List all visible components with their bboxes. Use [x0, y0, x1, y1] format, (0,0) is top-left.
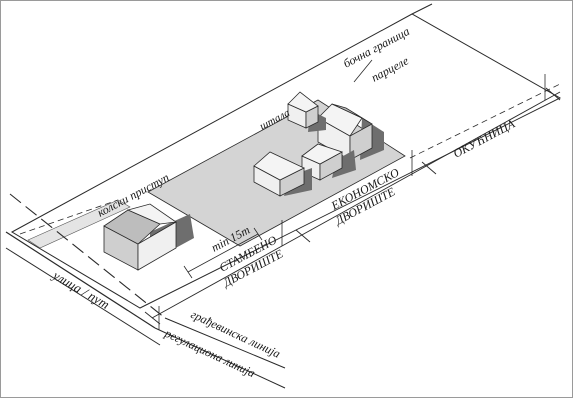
parcel-top-edge-extension: [411, 3, 433, 15]
dimension-line: [144, 74, 561, 330]
dimension-tick-economic: [421, 161, 437, 175]
regulation-line-tail: [154, 327, 286, 389]
house-roof-right: [126, 203, 178, 225]
house-side-wall: [137, 221, 177, 271]
min-distance-tick-b: [253, 227, 263, 241]
dimension-tick-start: [144, 311, 161, 325]
street-edge: [5, 247, 161, 346]
barn-small-roof: [287, 91, 319, 113]
min-distance-dimension: [183, 227, 263, 279]
access-road: [27, 199, 131, 249]
dimension-main-line: [151, 91, 561, 319]
barn-large-roof-right: [331, 103, 373, 125]
building-line-tail: [164, 317, 286, 369]
shed-middle-roof: [301, 143, 343, 165]
barn-large-front: [349, 123, 373, 161]
min-distance-line: [187, 233, 259, 273]
main-house: [103, 203, 194, 271]
construction-lines: [5, 83, 561, 389]
dimension-tick-residential: [295, 229, 311, 243]
min-distance-tick-a: [183, 265, 193, 279]
dimension-tick-end: [545, 87, 561, 101]
outbuildings: [253, 91, 384, 197]
parcel: [10, 3, 562, 309]
building-line: [9, 193, 166, 319]
rear-axis-dashed: [409, 83, 561, 159]
access-center-line: [19, 199, 119, 235]
shed-front-roof: [253, 151, 305, 181]
side-boundary-leader: [353, 59, 373, 83]
shadow-shed-middle: [332, 150, 356, 178]
regulation-line: [5, 231, 156, 329]
